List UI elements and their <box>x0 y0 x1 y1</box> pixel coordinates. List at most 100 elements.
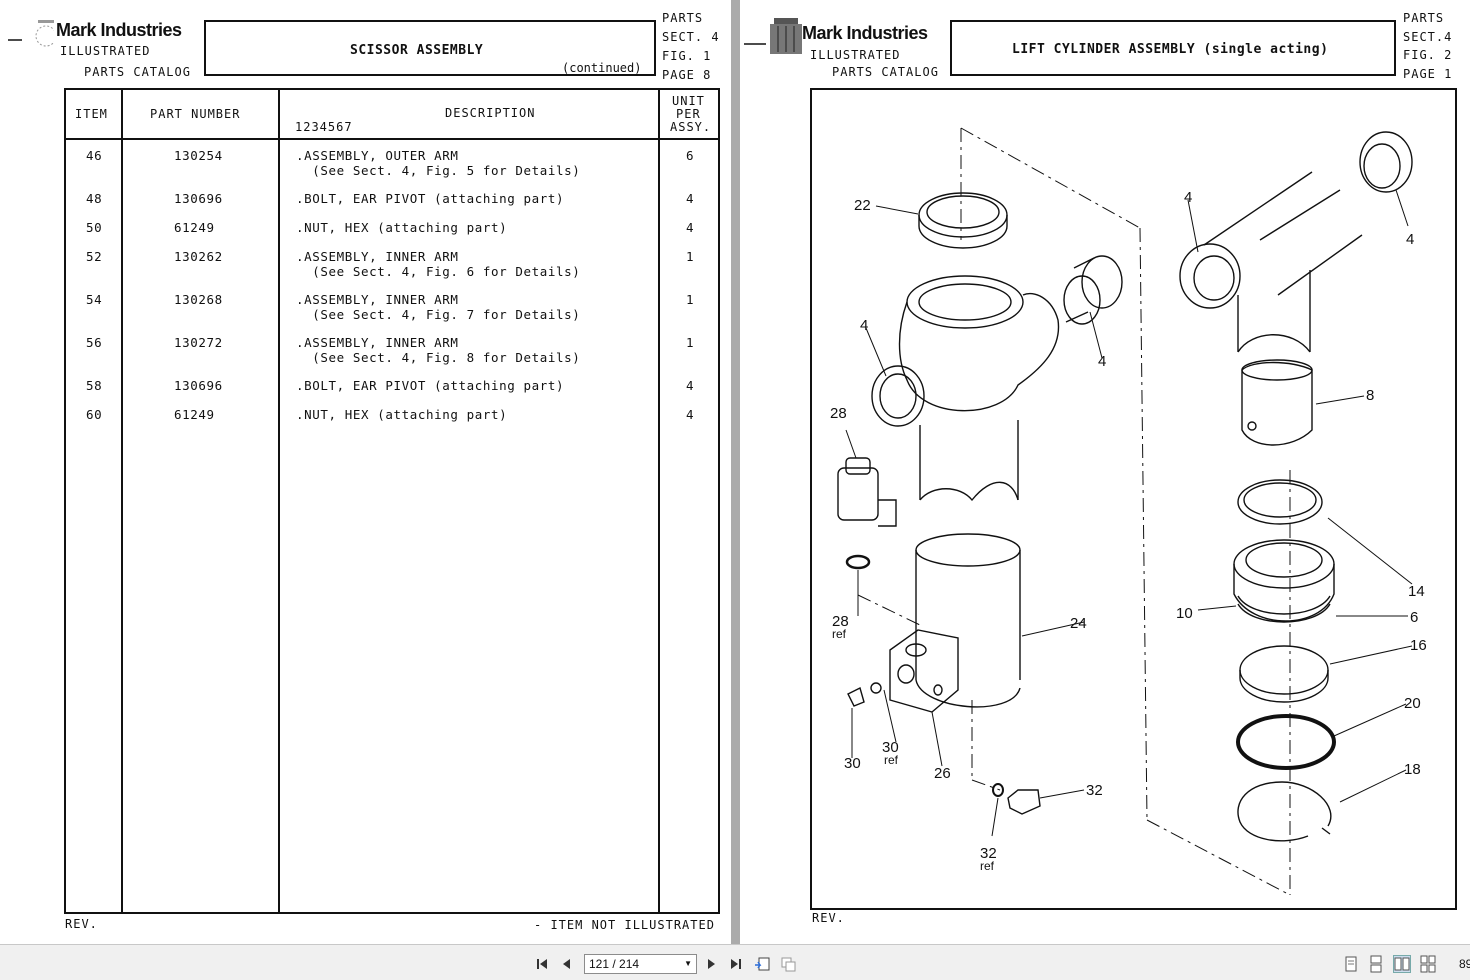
header-unit: UNIT <box>672 94 705 108</box>
bushing-4-shape <box>1063 255 1123 325</box>
callout-10: 10 <box>1176 605 1193 622</box>
callout-30-ref: 30 <box>882 739 899 756</box>
callout-30: 30 <box>844 755 861 772</box>
row-item: 56 <box>86 335 103 350</box>
callout-8: 8 <box>1366 387 1374 404</box>
row-part: 130696 <box>174 378 223 393</box>
page-number-value: 121 / 214 <box>589 957 640 971</box>
col-divider <box>658 90 660 912</box>
solenoid-28-shape <box>837 457 897 570</box>
right-page: Mark Industries ILLUSTRATED PARTS CATALO… <box>740 0 1470 944</box>
brand-logo-icon <box>744 14 804 58</box>
row-desc: .ASSEMBLY, INNER ARM <box>296 249 459 264</box>
row-desc: .BOLT, EAR PIVOT (attaching part) <box>296 191 565 206</box>
row-qty: 4 <box>686 407 695 422</box>
row-desc: .BOLT, EAR PIVOT (attaching part) <box>296 378 565 393</box>
fitting-32-shape <box>992 783 1041 815</box>
brand-sub-illustrated: ILLUSTRATED <box>810 48 901 62</box>
prev-page-icon[interactable] <box>558 955 576 973</box>
continuous-icon[interactable] <box>1367 955 1385 973</box>
ring-22-shape <box>918 192 1008 249</box>
rev-label: REV. <box>65 917 98 931</box>
next-page-icon[interactable] <box>702 955 720 973</box>
row-qty: 4 <box>686 220 695 235</box>
gland-10-shape <box>1233 539 1335 623</box>
header-assy: ASSY. <box>670 120 712 134</box>
page-title: LIFT CYLINDER ASSEMBLY (single acting) <box>1012 42 1329 57</box>
upper-tee-right-shape <box>1179 131 1413 353</box>
row-part: 130268 <box>174 292 223 307</box>
ref-parts: PARTS <box>1403 11 1445 25</box>
row-part: 130262 <box>174 249 223 264</box>
tee-body-shape <box>871 275 1060 502</box>
col-divider <box>121 90 123 912</box>
single-page-icon[interactable] <box>1342 955 1360 973</box>
brand-name: Mark Industries <box>802 23 928 43</box>
row-desc-detail: (See Sect. 4, Fig. 8 for Details) <box>296 350 581 365</box>
row-qty: 1 <box>686 335 695 350</box>
header-model: 1234567 <box>295 120 353 134</box>
zoom-level[interactable]: 89 <box>1459 957 1470 971</box>
brand-name: Mark Industries <box>56 20 182 40</box>
row-item: 60 <box>86 407 103 422</box>
row-item: 48 <box>86 191 103 206</box>
ring-16-shape <box>1239 645 1329 703</box>
ref-sect: SECT. 4 <box>662 30 720 44</box>
exploded-diagram: 22 4 4 28 28 ref 24 26 30 30 ref 32 32 r… <box>810 88 1457 910</box>
callout-4: 4 <box>860 317 868 334</box>
chevron-down-icon: ▼ <box>684 959 692 968</box>
title-box <box>204 20 656 76</box>
block-26-shape <box>847 629 959 713</box>
page-number-select[interactable]: 121 / 214 ▼ <box>584 954 697 974</box>
facing-continuous-icon[interactable] <box>1419 955 1437 973</box>
row-part: 61249 <box>174 407 215 422</box>
callout-18: 18 <box>1404 761 1421 778</box>
ref-page: PAGE 8 <box>662 68 712 82</box>
callout-6: 6 <box>1410 609 1418 626</box>
header-per: PER <box>676 107 701 121</box>
copy-icon[interactable] <box>779 955 797 973</box>
tube-24-shape <box>915 533 1021 708</box>
header-part-number: PART NUMBER <box>150 107 241 121</box>
facing-icon[interactable] <box>1393 955 1411 973</box>
row-desc-detail: (See Sect. 4, Fig. 7 for Details) <box>296 307 581 322</box>
row-item: 52 <box>86 249 103 264</box>
row-part: 130272 <box>174 335 223 350</box>
rotate-icon[interactable] <box>753 955 771 973</box>
ref-fig: FIG. 1 <box>662 49 712 63</box>
ring-14-shape <box>1237 479 1323 525</box>
row-qty: 4 <box>686 378 695 393</box>
sleeve-8-shape <box>1241 359 1313 446</box>
callout-14: 14 <box>1408 583 1425 600</box>
brand-logo-icon <box>8 14 57 54</box>
ref-parts: PARTS <box>662 11 704 25</box>
row-part: 130696 <box>174 191 223 206</box>
callout-28: 28 <box>830 405 847 422</box>
row-desc: .ASSEMBLY, INNER ARM <box>296 335 459 350</box>
oring-20-shape <box>1236 714 1336 770</box>
header-description: DESCRIPTION <box>445 106 536 120</box>
callout-22: 22 <box>854 197 871 214</box>
left-page: Mark Industries ILLUSTRATED PARTS CATALO… <box>0 0 731 944</box>
row-qty: 1 <box>686 249 695 264</box>
row-item: 58 <box>86 378 103 393</box>
last-page-icon[interactable] <box>726 955 744 973</box>
callout-32-ref: 32 <box>980 845 997 862</box>
row-qty: 6 <box>686 148 695 163</box>
row-desc-detail: (See Sect. 4, Fig. 5 for Details) <box>296 163 581 178</box>
col-divider <box>278 90 280 912</box>
row-part: 130254 <box>174 148 223 163</box>
continued-label: (continued) <box>562 61 642 75</box>
row-desc: .ASSEMBLY, OUTER ARM <box>296 148 459 163</box>
row-desc: .NUT, HEX (attaching part) <box>296 407 508 422</box>
row-qty: 1 <box>686 292 695 307</box>
brand-sub-illustrated: ILLUSTRATED <box>60 44 151 58</box>
callout-26: 26 <box>934 765 951 782</box>
row-part: 61249 <box>174 220 215 235</box>
callout-ref-label: ref <box>832 627 847 641</box>
row-qty: 4 <box>686 191 695 206</box>
brand-sub-catalog: PARTS CATALOG <box>84 65 191 79</box>
callout-ref-label: ref <box>980 859 995 873</box>
first-page-icon[interactable] <box>534 955 552 973</box>
title-box <box>950 20 1396 76</box>
